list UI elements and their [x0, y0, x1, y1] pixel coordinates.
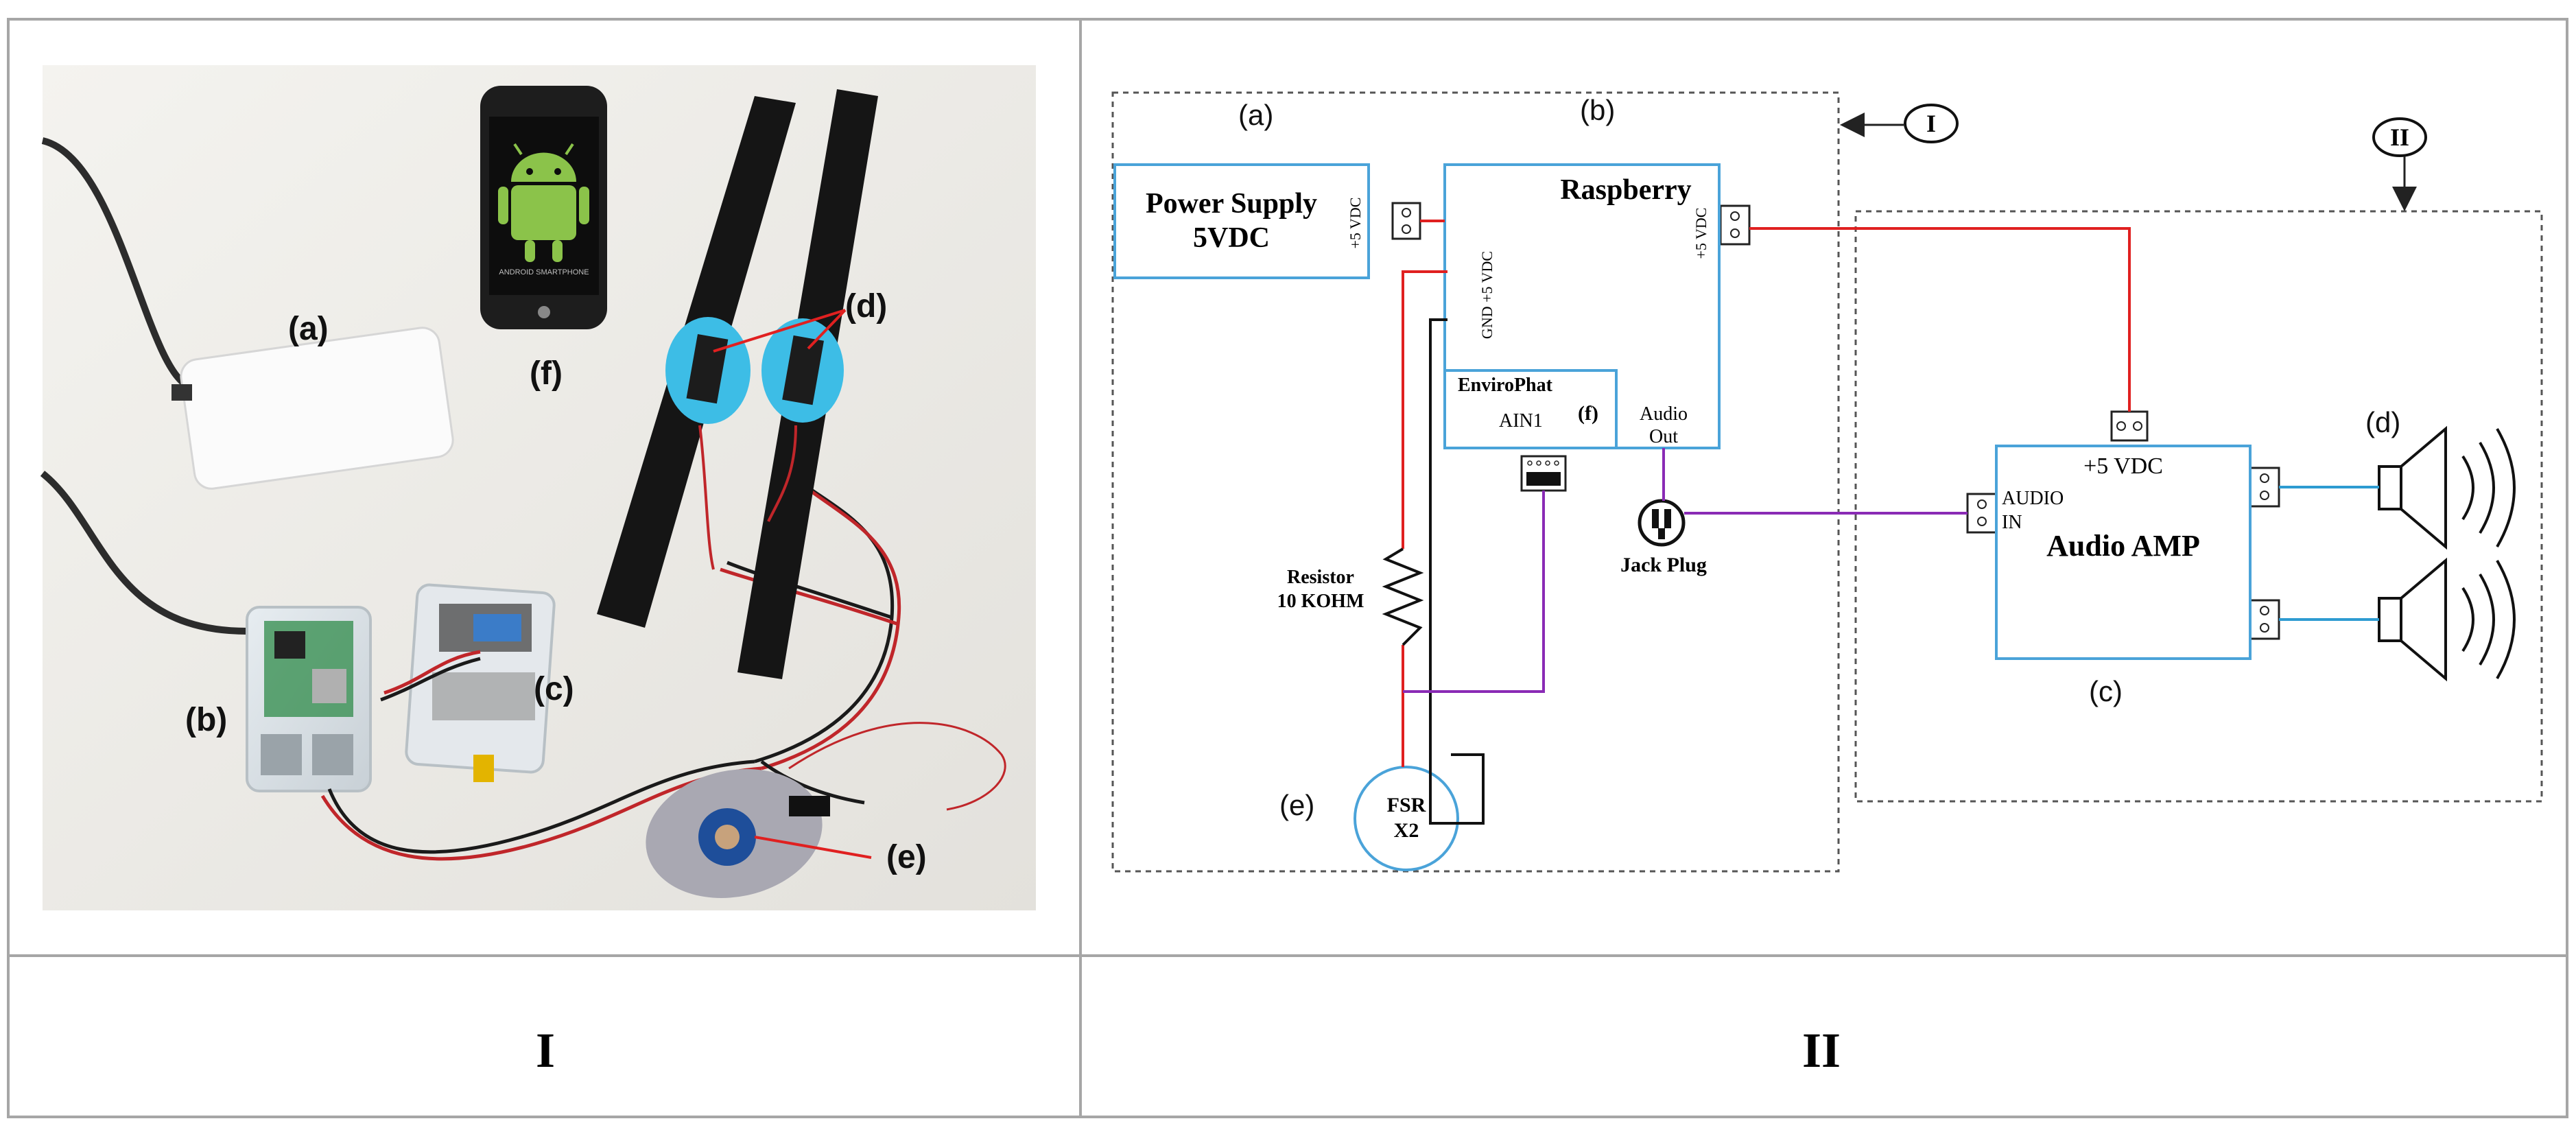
- photo-label-b: (b): [185, 702, 227, 738]
- phone-screen-text: ANDROID SMARTPHONE: [499, 268, 589, 276]
- schem-label-d: (d): [2365, 406, 2400, 438]
- region-I: [1111, 91, 1840, 873]
- jack-plug-icon: [1638, 499, 1686, 547]
- hardware-photo: ANDROID SMARTPHONE (a) (b) (c) (d) (e) (…: [40, 65, 1036, 910]
- fsr-line2: X2: [1394, 819, 1419, 842]
- region-marker-II: II: [2390, 123, 2409, 151]
- amp-vdc-label: +5 VDC: [2083, 453, 2163, 479]
- raspberry-pi-case: [246, 606, 372, 792]
- amp-in-line2: IN: [2002, 512, 2022, 533]
- power-bank: [172, 327, 454, 490]
- photo-wires: [320, 465, 1006, 861]
- schem-label-e: (e): [1279, 789, 1314, 821]
- raspberry-title: Raspberry: [1560, 174, 1691, 206]
- ain1-label: AIN1: [1499, 410, 1543, 432]
- ain-header: [1520, 455, 1567, 492]
- speaker-icon-top: [2378, 425, 2516, 550]
- signal-wires: [1403, 448, 1968, 693]
- fsr-line1: FSR: [1387, 794, 1426, 816]
- schem-label-a: (a): [1238, 99, 1273, 131]
- jack-plug-label: Jack Plug: [1620, 554, 1707, 576]
- amplifier-case: [405, 583, 556, 782]
- caption-left: I: [536, 1023, 555, 1078]
- photo-label-c: (c): [534, 671, 574, 707]
- speaker-wires: [2279, 486, 2379, 621]
- photo-label-e: (e): [886, 839, 927, 875]
- schem-label-c: (c): [2089, 675, 2123, 707]
- enviro-phat-tag: (f): [1578, 402, 1598, 425]
- photo-label-a: (a): [288, 311, 329, 347]
- power-wires: [1402, 220, 2131, 767]
- resistor-line1: Resistor: [1287, 567, 1354, 588]
- power-supply-line1: Power Supply: [1146, 188, 1317, 220]
- smartphone: ANDROID SMARTPHONE: [480, 86, 607, 329]
- enviro-phat-label: EnviroPhat: [1458, 375, 1553, 396]
- region-II: [1854, 210, 2543, 803]
- power-supply-pin: +5 VDC: [1347, 198, 1364, 249]
- fsr-circle: [1354, 766, 1459, 871]
- table-grid: [7, 18, 2568, 1118]
- schem-label-b: (b): [1580, 94, 1615, 126]
- ground-wire: [1429, 318, 1485, 825]
- enviro-phat-box: [1443, 369, 1618, 449]
- power-supply-box: [1113, 163, 1370, 279]
- power-bank-cable: [41, 137, 188, 388]
- wrist-straps: [597, 89, 878, 679]
- audio-amp-box: [1995, 445, 2252, 660]
- region-marker-I: I: [1926, 110, 1936, 137]
- audio-out-line2: Out: [1649, 426, 1678, 447]
- raspberry-pin-5v: +5 VDC: [1692, 208, 1710, 259]
- speaker-icon-bottom: [2378, 557, 2516, 682]
- resistor-line2: 10 KOHM: [1277, 591, 1364, 612]
- connector-dots: [1402, 208, 2269, 633]
- photo-label-d: (d): [845, 288, 887, 325]
- amp-in-line1: AUDIO: [2002, 488, 2064, 509]
- caption-right: II: [1802, 1023, 1841, 1078]
- audio-out-line1: Audio: [1640, 403, 1688, 425]
- raspberry-pin-gnd-5v: GND +5 VDC: [1478, 251, 1496, 339]
- fsr-pad: [646, 769, 830, 898]
- amp-title: Audio AMP: [2046, 529, 2200, 563]
- schematic-diagram: I II (a) (b) (c) (d) (e) Power Supply 5V…: [1111, 91, 2543, 873]
- photo-pointers: [713, 309, 872, 859]
- photo-label-f: (f): [530, 355, 563, 392]
- power-supply-line2: 5VDC: [1193, 222, 1270, 254]
- resistor-symbol: [1382, 547, 1424, 646]
- pi-cable: [40, 471, 248, 635]
